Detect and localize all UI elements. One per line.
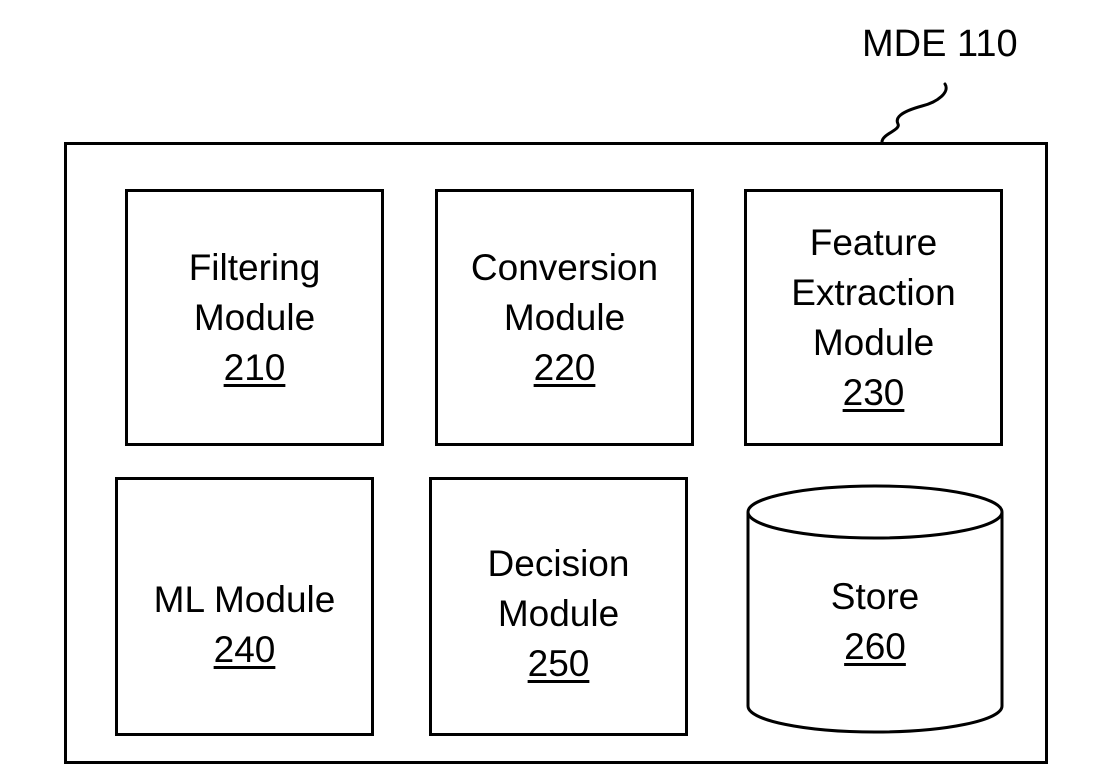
module-name-line: Module [189, 293, 321, 343]
store-ref-number: 260 [744, 622, 1006, 672]
filtering-module-box: Filtering Module 210 [125, 189, 384, 446]
store-cylinder: Store 260 [744, 484, 1006, 736]
module-name-line: Extraction [791, 268, 956, 318]
decision-module-box: Decision Module 250 [429, 477, 688, 736]
module-name-line: Module [471, 293, 658, 343]
module-ref-number: 210 [189, 343, 321, 393]
module-name-line: Feature [791, 218, 956, 268]
ml-module-box: ML Module 240 [115, 477, 374, 736]
module-name-line: Module [791, 318, 956, 368]
module-name-line: Decision [488, 539, 630, 589]
module-ref-number: 230 [791, 368, 956, 418]
module-name-line: Module [488, 589, 630, 639]
module-name-line: ML Module [154, 575, 336, 625]
module-ref-number: 240 [154, 625, 336, 675]
module-ref-number: 220 [471, 343, 658, 393]
module-name-line: Conversion [471, 243, 658, 293]
conversion-module-box: Conversion Module 220 [435, 189, 694, 446]
module-ref-number: 250 [488, 639, 630, 689]
module-name-line: Filtering [189, 243, 321, 293]
store-name: Store [744, 572, 1006, 622]
feature-extraction-module-box: Feature Extraction Module 230 [744, 189, 1003, 446]
